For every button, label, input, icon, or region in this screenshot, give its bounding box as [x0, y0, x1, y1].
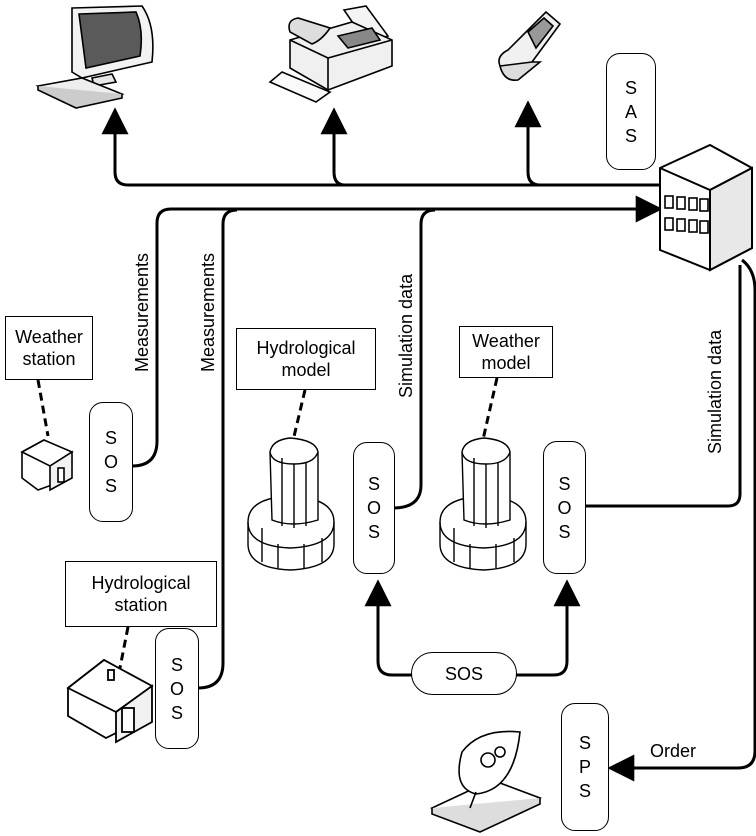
hydrological-model-line1: Hydrological [256, 337, 355, 359]
line-to-computer [115, 110, 660, 185]
hydrological-model-line2: model [281, 359, 330, 381]
sos-bottom-box: SOS [411, 652, 517, 695]
sos-weather-model-box: S O S [543, 441, 586, 574]
hydrological-station-line2: station [114, 594, 167, 616]
sos-letter-3: S [558, 520, 570, 544]
sas-box: S A S [606, 53, 656, 170]
sps-letter-1: S [579, 731, 591, 755]
weather-station-box: Weather station [5, 316, 93, 380]
weather-model-box: Weather model [459, 326, 553, 378]
sos-letter-2: O [367, 496, 381, 520]
hydrological-model-box: Hydrological model [236, 328, 376, 390]
sos-letter-2: O [104, 450, 118, 474]
line-to-phone [528, 103, 540, 185]
sos-letter-3: S [368, 520, 380, 544]
line-sos-to-hydro [378, 582, 412, 675]
sos-weather-station-box: S O S [89, 402, 133, 522]
cylinder-model-icon [440, 438, 526, 570]
line-to-fax [334, 110, 345, 185]
sas-letter-1: S [625, 76, 637, 100]
sos-letter-2: O [557, 496, 571, 520]
sos-hydro-station-box: S O S [155, 628, 199, 749]
fax-icon [270, 6, 392, 102]
sos-letter-3: S [171, 701, 183, 725]
weather-station-line2: station [22, 348, 75, 370]
line-sos-to-weather [516, 582, 567, 675]
office-building-icon [660, 145, 752, 270]
measurements-label-2: Measurements [198, 253, 218, 372]
sos-hydro-model-box: S O S [353, 442, 395, 574]
cylinder-model-icon [248, 438, 334, 570]
computer-icon [38, 6, 153, 108]
sps-letter-3: S [579, 779, 591, 803]
measurements-label-1: Measurements [132, 253, 152, 372]
sos-letter-1: S [171, 653, 183, 677]
sos-letter-3: S [105, 474, 117, 498]
simulation-data-label-2: Simulation data [705, 330, 725, 454]
order-label: Order [650, 740, 696, 762]
weather-model-line1: Weather [472, 330, 540, 352]
hydrological-station-box: Hydrological station [65, 561, 217, 627]
sos-letter-1: S [105, 426, 117, 450]
house-icon [68, 660, 152, 742]
sos-letter-2: O [170, 677, 184, 701]
weather-station-line1: Weather [15, 326, 83, 348]
sos-letter-1: S [558, 472, 570, 496]
sas-letter-2: A [625, 100, 637, 124]
weather-model-line2: model [481, 352, 530, 374]
sas-letter-3: S [625, 124, 637, 148]
hydrological-station-line1: Hydrological [91, 572, 190, 594]
line-order [610, 260, 755, 768]
sps-letter-2: P [579, 755, 591, 779]
sos-bottom-label: SOS [445, 662, 483, 686]
satellite-dish-icon [432, 731, 540, 832]
mobile-phone-icon [499, 12, 560, 80]
sos-letter-1: S [368, 472, 380, 496]
sps-box: S P S [561, 703, 609, 831]
house-icon [22, 440, 72, 490]
simulation-data-label-1: Simulation data [396, 274, 416, 398]
